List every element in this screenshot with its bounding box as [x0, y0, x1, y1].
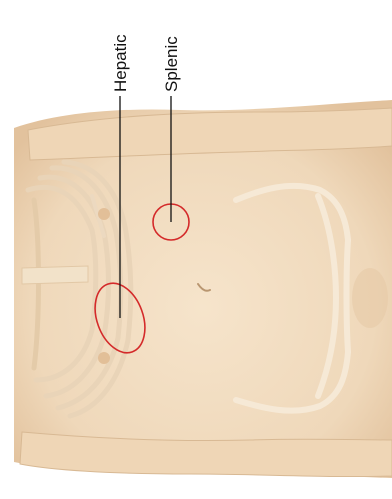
nipple-upper — [98, 208, 110, 220]
hepatic-label: Hepatic — [111, 34, 130, 92]
splenic-label: Splenic — [162, 36, 181, 92]
pubic-region — [352, 268, 388, 328]
sternum — [22, 266, 88, 284]
nipple-lower — [98, 352, 110, 364]
